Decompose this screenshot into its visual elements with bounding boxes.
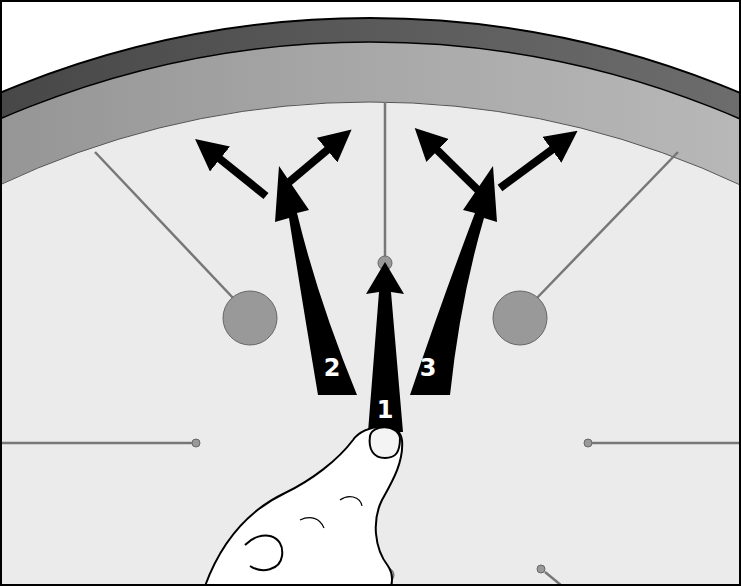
tyre: [0, 18, 741, 586]
wheel-face: [0, 102, 741, 586]
split-arrows: [215, 146, 557, 196]
callout-number: 2: [324, 356, 341, 380]
rim: [0, 42, 741, 586]
callout-number: 1: [377, 398, 394, 422]
spokes: [0, 102, 741, 586]
thumb-hand: [205, 426, 402, 586]
callout-number: 3: [420, 356, 437, 380]
push-arrows: [275, 166, 497, 432]
